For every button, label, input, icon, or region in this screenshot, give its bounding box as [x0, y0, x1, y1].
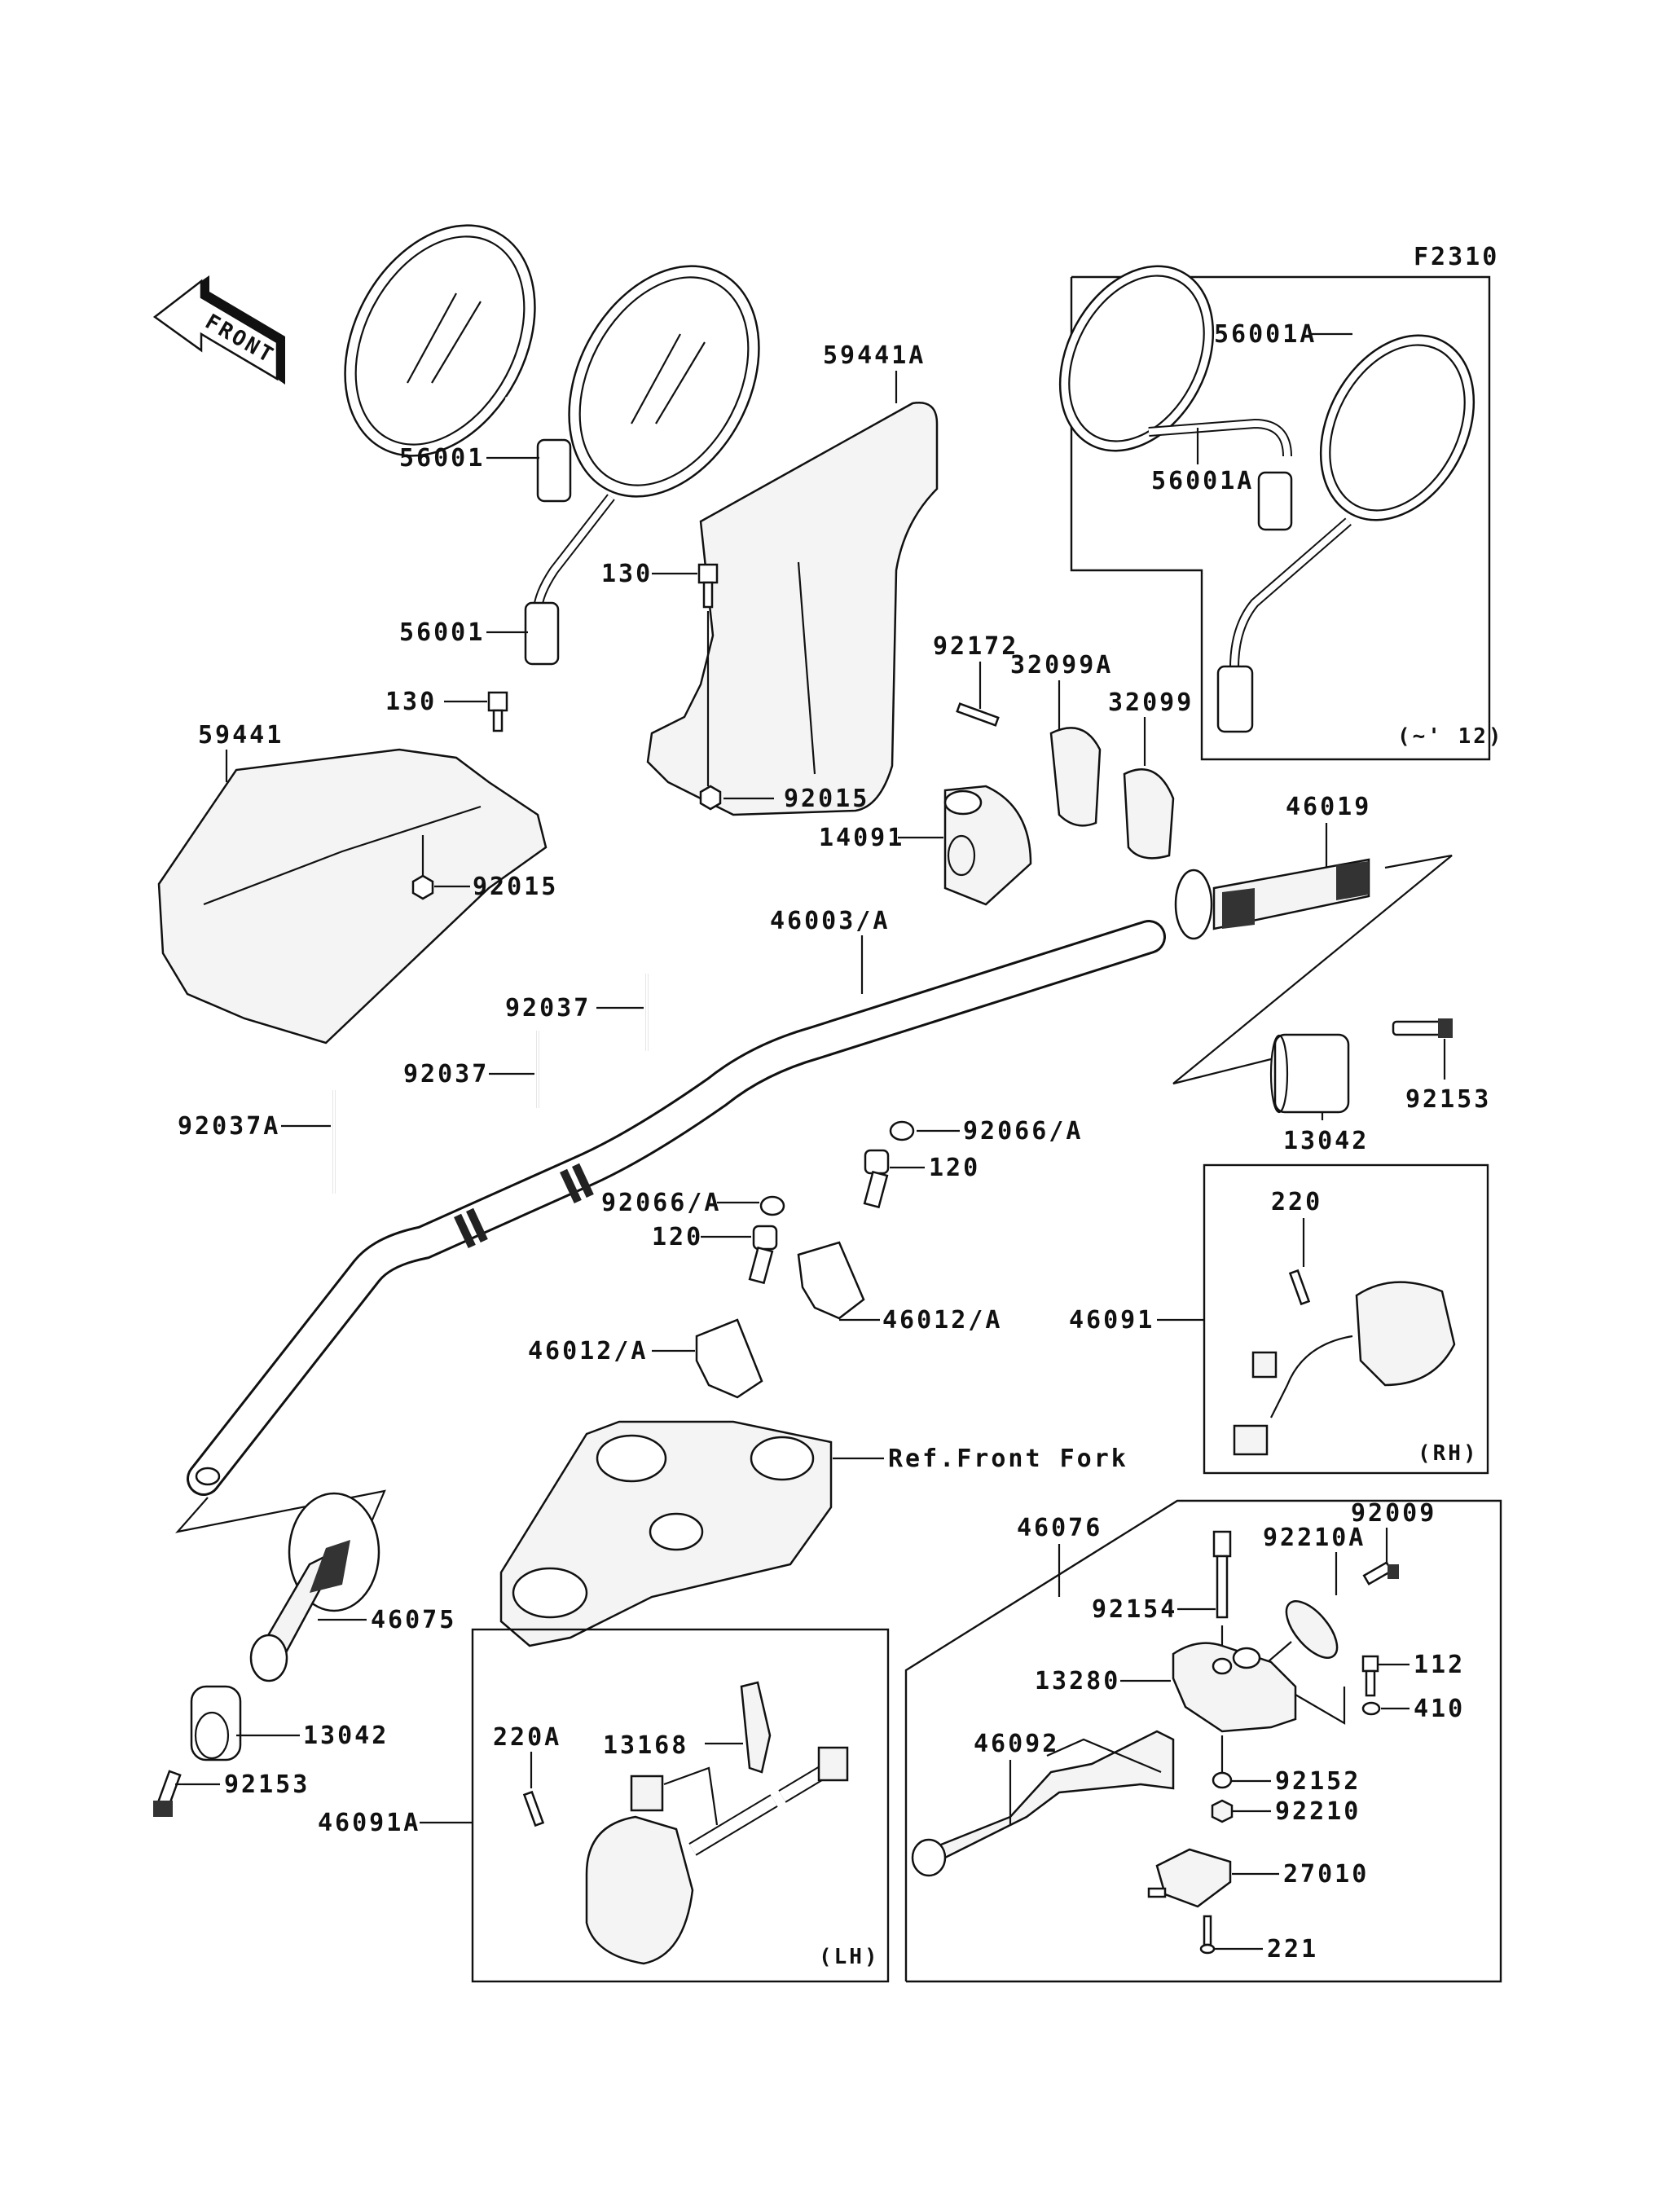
label-92037-2: 92037	[403, 1060, 489, 1089]
bar-end-right	[1269, 1033, 1350, 1114]
switch-lh-note: (LH)	[819, 1945, 880, 1969]
handlebar	[187, 920, 1166, 1496]
label-56001-lower: 56001	[399, 618, 485, 647]
label-59441A: 59441A	[823, 341, 926, 370]
label-46003A: 46003/A	[770, 907, 890, 935]
label-46092: 46092	[974, 1730, 1059, 1758]
label-92066A-left: 92066/A	[601, 1189, 721, 1217]
clamp-46012-left	[695, 1318, 763, 1399]
label-92066A-right: 92066/A	[963, 1117, 1083, 1146]
label-120-left: 120	[652, 1223, 703, 1251]
label-92210: 92210	[1275, 1797, 1361, 1826]
label-92037-1: 92037	[505, 994, 591, 1023]
label-130-right: 130	[601, 560, 653, 588]
variant-note-12: (~' 12)	[1397, 724, 1504, 749]
pivot-bolt-92154-icon	[1212, 1530, 1232, 1654]
bar-end-screw-right-icon	[1392, 1018, 1453, 1038]
mirror-left	[344, 224, 572, 503]
label-112: 112	[1414, 1651, 1465, 1679]
bolt-120-left-icon	[748, 1225, 778, 1285]
nut-92015-right-icon	[699, 785, 722, 811]
label-92153-right: 92153	[1405, 1085, 1491, 1114]
lever-46092	[911, 1730, 1175, 1877]
label-46091: 46091	[1069, 1306, 1154, 1335]
bolt-130-left-icon	[487, 691, 508, 732]
label-13280: 13280	[1035, 1667, 1120, 1695]
label-46019: 46019	[1286, 793, 1371, 821]
label-120-right: 120	[929, 1154, 980, 1182]
label-92037A: 92037A	[178, 1112, 280, 1141]
label-92015-right: 92015	[784, 785, 869, 813]
label-92154: 92154	[1092, 1595, 1177, 1624]
stop-switch-27010	[1147, 1848, 1232, 1908]
label-221: 221	[1267, 1935, 1318, 1964]
label-27010: 27010	[1283, 1860, 1369, 1889]
bar-end-left	[190, 1685, 242, 1761]
nut-92210-icon	[1211, 1799, 1234, 1823]
throttle-cover	[943, 785, 1032, 906]
label-410: 410	[1414, 1695, 1465, 1723]
switch-rh-box	[1203, 1163, 1489, 1475]
switch-rh-note: (RH)	[1418, 1441, 1479, 1466]
label-13042-left: 13042	[303, 1722, 389, 1750]
label-13042-right: 13042	[1283, 1127, 1369, 1155]
mirror-right	[524, 265, 760, 666]
front-arrow-icon: FRONT	[152, 275, 285, 385]
adjuster-dial-92210A-icon	[1262, 1600, 1339, 1667]
label-13168: 13168	[603, 1731, 688, 1760]
clamp-46012-right	[797, 1241, 865, 1320]
label-32099: 32099	[1108, 688, 1194, 717]
label-92015-left: 92015	[473, 873, 558, 901]
label-130-left: 130	[385, 688, 437, 716]
bolt-112-icon	[1361, 1655, 1379, 1697]
bar-end-screw-left-icon	[153, 1770, 182, 1817]
washer-410-icon	[1361, 1701, 1381, 1716]
label-92153-left: 92153	[224, 1770, 310, 1799]
label-46076: 46076	[1017, 1514, 1102, 1542]
throttle-grip	[1174, 858, 1370, 940]
switch-lh-box	[471, 1628, 890, 1983]
label-220: 220	[1271, 1188, 1322, 1216]
screw-92172-icon	[956, 702, 1000, 727]
cap-92066-left-icon	[759, 1195, 785, 1216]
adjuster-screw-92009-icon	[1362, 1561, 1399, 1585]
bolt-130-right-icon	[697, 563, 719, 786]
mirror-variant-box	[1058, 265, 1491, 761]
handguard-left	[157, 748, 548, 1045]
label-92210A: 92210A	[1263, 1524, 1366, 1552]
lever-assembly-box	[904, 1499, 1502, 1983]
label-92152: 92152	[1275, 1767, 1361, 1796]
lever-holder-13280	[1172, 1642, 1346, 1733]
label-46075: 46075	[371, 1606, 456, 1634]
throttle-housing-lower	[1123, 768, 1175, 860]
label-56001A-upper: 56001A	[1214, 320, 1317, 349]
label-46091A: 46091A	[318, 1809, 420, 1837]
label-92009: 92009	[1351, 1499, 1436, 1528]
cap-92066-right-icon	[889, 1120, 915, 1141]
label-220A: 220A	[493, 1723, 561, 1752]
nut-92015-left-icon	[411, 874, 434, 900]
label-46012A-left: 46012/A	[528, 1337, 648, 1366]
label-32099A: 32099A	[1010, 651, 1113, 679]
label-front-fork-ref: Ref.Front Fork	[888, 1445, 1128, 1473]
figure-code: F2310	[1414, 243, 1499, 271]
label-92172: 92172	[933, 632, 1018, 661]
collar-92152-icon	[1212, 1771, 1233, 1789]
label-46012A-right: 46012/A	[882, 1306, 1002, 1335]
label-59441: 59441	[198, 721, 284, 750]
screw-221-icon	[1199, 1915, 1216, 1955]
label-14091: 14091	[819, 824, 904, 852]
triple-clamp	[499, 1420, 833, 1647]
label-56001-upper: 56001	[399, 444, 485, 473]
label-56001A-lower: 56001A	[1151, 467, 1254, 495]
bolt-120-right-icon	[863, 1149, 890, 1209]
handguard-right	[646, 402, 939, 816]
left-grip	[249, 1492, 380, 1682]
throttle-housing-upper	[1049, 727, 1102, 827]
